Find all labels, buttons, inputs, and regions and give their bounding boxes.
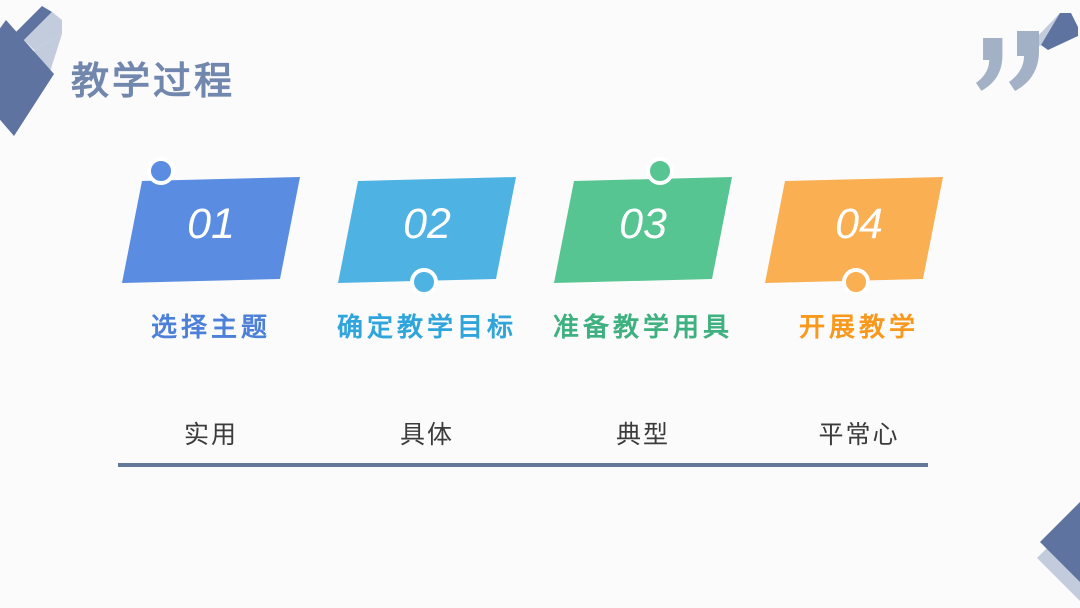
step-4-keyword: 平常心 xyxy=(818,420,900,449)
corner-arrow-topright-icon xyxy=(1032,13,1078,50)
step-3-parallelogram xyxy=(554,177,732,283)
step-3-dot xyxy=(646,157,674,185)
corner-arrow-topleft-icon xyxy=(0,6,62,136)
step-2-dot xyxy=(410,268,438,296)
step-numbers-row: 01 02 03 04 xyxy=(103,196,967,252)
step-labels-row: 选择主题 确定教学目标 准备教学用具 开展教学 xyxy=(103,306,967,344)
step-2-parallelogram xyxy=(338,177,516,283)
quote-icon xyxy=(976,31,1039,91)
quote-comma-left xyxy=(976,38,1003,91)
topleft-dark-band xyxy=(14,6,52,40)
step-1-parallelogram xyxy=(122,177,300,283)
topleft-light-band xyxy=(24,12,62,50)
step-2-keyword: 具体 xyxy=(399,420,454,449)
step-4-dot xyxy=(842,268,870,296)
step-1-label: 选择主题 xyxy=(150,311,271,342)
step-3-number: 03 xyxy=(619,199,667,248)
step-4-parallelogram xyxy=(765,177,943,283)
step-keywords-row: 实用 具体 典型 平常心 xyxy=(103,416,967,450)
corner-diamonds-bottomright-icon xyxy=(1037,502,1080,601)
topleft-diamond xyxy=(0,20,54,136)
quote-comma-right xyxy=(1009,31,1039,91)
step-4-label: 开展教学 xyxy=(798,311,919,342)
page-title: 教学过程 xyxy=(71,61,236,103)
step-1-number: 01 xyxy=(187,199,235,248)
topright-dark-band xyxy=(1041,13,1078,50)
step-2-number: 02 xyxy=(403,199,451,248)
divider-line xyxy=(118,463,928,467)
step-4-number: 04 xyxy=(835,199,883,248)
step-2-label: 确定教学目标 xyxy=(336,311,517,342)
bottomright-dark-diamond xyxy=(1040,502,1080,582)
step-3-label: 准备教学用具 xyxy=(552,311,733,342)
step-1-dot xyxy=(147,157,175,185)
step-3-keyword: 典型 xyxy=(615,420,670,449)
step-1-keyword: 实用 xyxy=(183,420,238,449)
